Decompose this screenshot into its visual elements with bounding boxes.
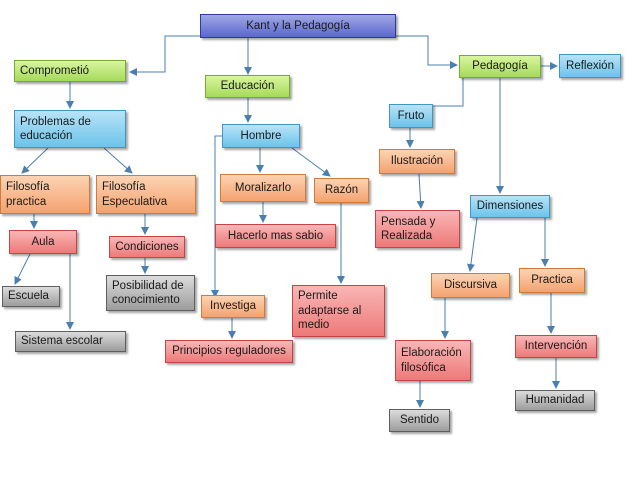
connector-ilustracion-pensada	[416, 173, 425, 209]
node-ilustracion: Ilustración	[379, 149, 455, 174]
node-practica: Practica	[519, 268, 585, 293]
node-sentido: Sentido	[389, 409, 450, 432]
connector-problemas-fespeculativa	[103, 147, 133, 174]
node-hacerlo-mas-sabio: Hacerlo mas sabio	[215, 224, 336, 248]
connector-hombre-razon	[291, 147, 331, 177]
node-kant-y-la-pedagogia: Kant y la Pedagogía	[200, 14, 396, 38]
node-aula: Aula	[9, 230, 77, 254]
node-pensada-y-realizada: Pensada y Realizada	[375, 210, 460, 248]
node-posibilidad-de-conocimiento: Posibilidad de conocimiento	[106, 275, 195, 311]
connector-kant-comprometio	[129, 35, 200, 76]
connector-aula-escuela	[14, 253, 31, 285]
node-comprometio: Comprometió	[14, 60, 126, 82]
node-fruto: Fruto	[389, 104, 433, 128]
node-filosofia-especulativa: Filosofía Especulativa	[96, 175, 196, 214]
node-principios-reguladores: Principios reguladores	[165, 340, 293, 363]
connector-hombre-investiga	[211, 135, 222, 298]
node-problemas-de-educacion: Problemas de educación	[14, 110, 126, 148]
node-permite-adaptarse-al-medio: Permite adaptarse al medio	[292, 285, 385, 337]
node-moralizarlo: Moralizarlo	[220, 174, 306, 202]
node-dimensiones: Dimensiones	[470, 195, 550, 218]
node-pedagogia: Pedagogía	[459, 55, 541, 78]
connector-problemas-fpractica	[21, 147, 49, 174]
node-escuela: Escuela	[2, 286, 60, 307]
node-investiga: Investiga	[201, 295, 265, 318]
node-humanidad: Humanidad	[515, 390, 595, 411]
connector-dimensiones-discursiva	[466, 217, 478, 272]
connector-kant-pedagogia	[396, 35, 458, 69]
node-reflexion: Reflexión	[559, 54, 621, 78]
node-hombre: Hombre	[222, 124, 300, 148]
node-elaboracion-filosofica: Elaboración filosófica	[395, 340, 471, 381]
node-discursiva: Discursiva	[431, 273, 510, 298]
node-condiciones: Condiciones	[109, 236, 185, 258]
node-intervencion: Intervención	[515, 335, 597, 358]
connector-pedagogia-fruto	[433, 78, 464, 107]
node-razon: Razón	[314, 178, 369, 203]
node-educacion: Educación	[205, 75, 290, 98]
node-sistema-escolar: Sistema escolar	[15, 331, 126, 352]
node-filosofia-practica: Filosofía practica	[0, 175, 90, 214]
